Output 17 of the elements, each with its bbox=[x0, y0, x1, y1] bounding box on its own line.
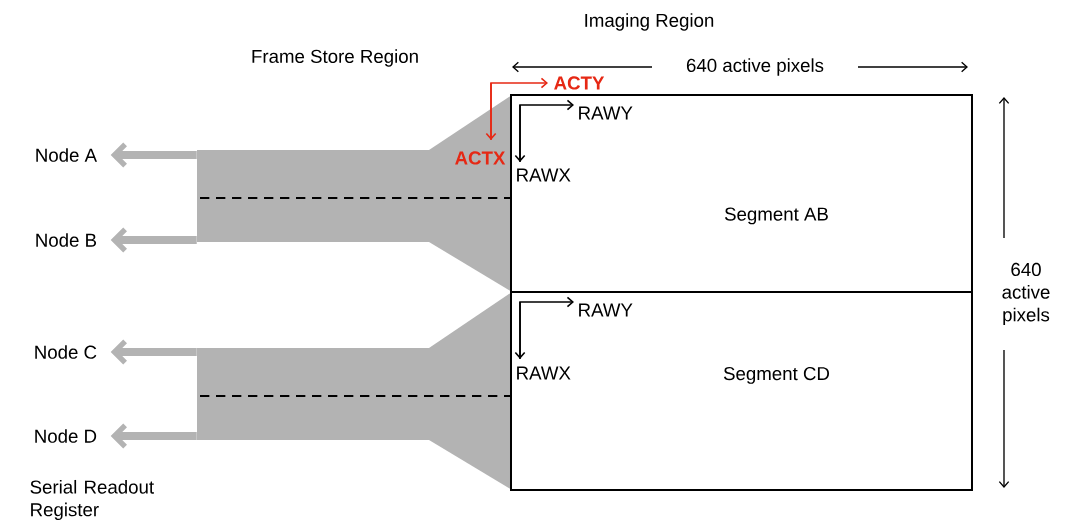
funnel-shape bbox=[197, 292, 512, 490]
output-node-label: Node A bbox=[36, 148, 97, 162]
axis-label: RAWY bbox=[579, 106, 633, 120]
axis-label: ACTY bbox=[554, 76, 605, 90]
register-label: Serial Readout Register bbox=[30, 479, 154, 520]
axis-label: RAWX bbox=[517, 168, 571, 182]
region-label: Imaging Region bbox=[585, 13, 714, 31]
output-node-label: Node B bbox=[36, 233, 97, 247]
region-label: Frame Store Region bbox=[252, 49, 418, 67]
axis-label: ACTX bbox=[455, 151, 506, 165]
output-node-label: Node C bbox=[35, 345, 97, 359]
dimension-label: 640 active pixels bbox=[686, 58, 824, 76]
dimension-label: 640 active pixels bbox=[1002, 262, 1050, 326]
funnel-shape bbox=[197, 95, 512, 292]
axis-label: RAWX bbox=[517, 366, 571, 380]
axis-label: RAWY bbox=[579, 303, 633, 317]
output-node-label: Node D bbox=[35, 429, 97, 443]
